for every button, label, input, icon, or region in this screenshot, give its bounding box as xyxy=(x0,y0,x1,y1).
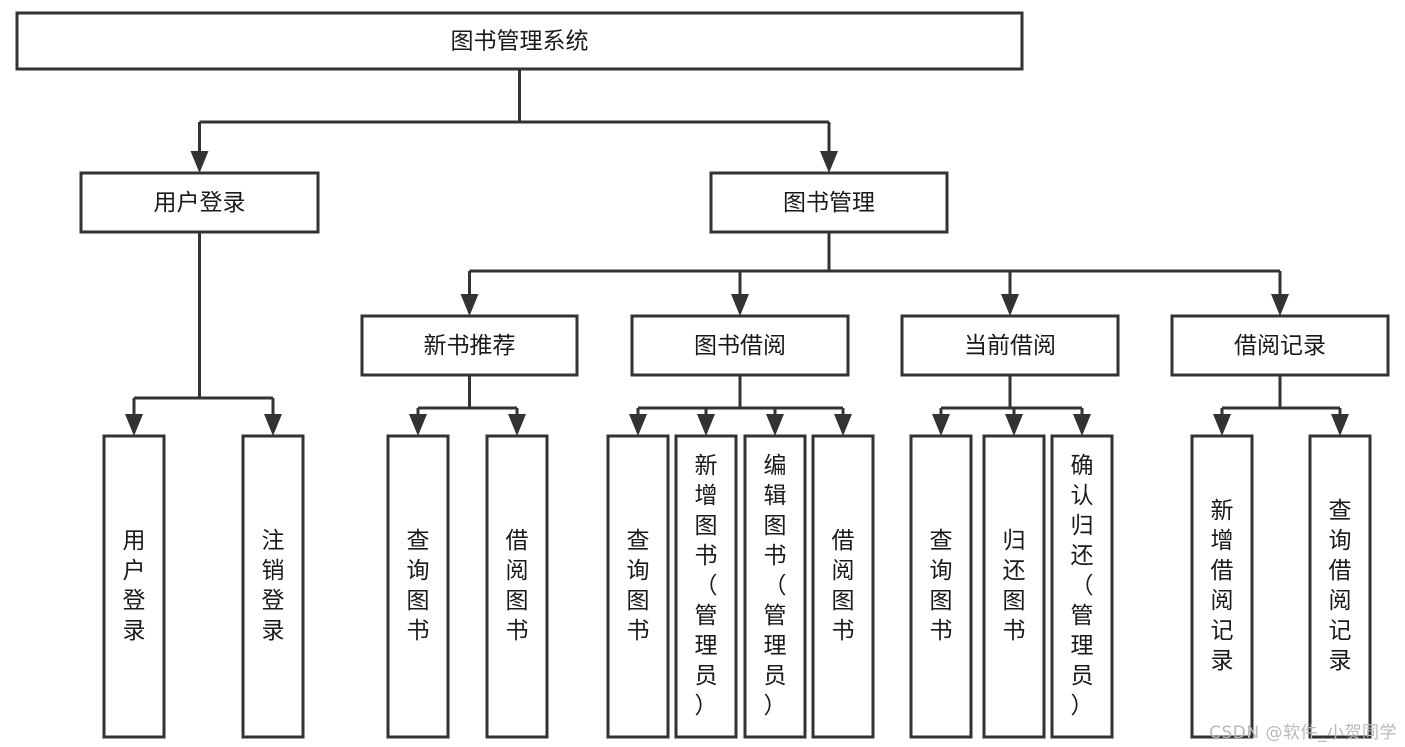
arrow-head-icon xyxy=(1001,294,1019,316)
node-leaf-query-book-rec[interactable]: 查询图书 xyxy=(386,434,450,739)
arrow-head-icon xyxy=(125,414,143,436)
node-box[interactable] xyxy=(386,434,450,739)
node-user-login[interactable]: 用户登录 xyxy=(79,171,320,234)
node-root[interactable]: 图书管理系统 xyxy=(15,11,1024,71)
node-box[interactable] xyxy=(630,314,850,377)
node-label: 用户登录 xyxy=(123,528,146,644)
node-label: 用户登录 xyxy=(154,190,246,216)
node-box[interactable] xyxy=(674,434,738,739)
arrow-head-icon xyxy=(731,294,749,316)
node-box[interactable] xyxy=(982,434,1046,739)
arrow-head-icon xyxy=(508,414,526,436)
arrow-head-icon xyxy=(629,414,647,436)
node-label: 新增借阅记录 xyxy=(1211,498,1234,674)
node-leaf-query-book-borrow[interactable]: 查询图书 xyxy=(606,434,670,739)
arrow-head-icon xyxy=(1073,414,1091,436)
arrow-head-icon xyxy=(1331,414,1349,436)
arrow-head-icon xyxy=(766,414,784,436)
arrow-head-icon xyxy=(460,294,479,316)
node-box[interactable] xyxy=(811,434,875,739)
node-box[interactable] xyxy=(1170,314,1390,377)
node-leaf-borrow-book-rec[interactable]: 借阅图书 xyxy=(485,434,549,739)
node-book-borrow[interactable]: 图书借阅 xyxy=(630,314,850,377)
arrow-head-icon xyxy=(834,414,852,436)
node-box[interactable] xyxy=(79,171,320,234)
arrow-head-icon xyxy=(932,414,950,436)
arrow-head-icon xyxy=(697,414,715,436)
node-box[interactable] xyxy=(900,314,1120,377)
node-leaf-add-book[interactable]: 新增图书（管理员） xyxy=(674,434,738,739)
arrow-head-icon xyxy=(1271,294,1289,316)
node-label: 注销登录 xyxy=(262,528,285,644)
node-box[interactable] xyxy=(1050,434,1114,739)
node-label: 当前借阅 xyxy=(964,333,1056,359)
node-box[interactable] xyxy=(485,434,549,739)
node-box[interactable] xyxy=(360,314,579,377)
node-label: 图书借阅 xyxy=(694,333,786,359)
node-leaf-add-record[interactable]: 新增借阅记录 xyxy=(1190,434,1254,739)
node-leaf-query-book-cur[interactable]: 查询图书 xyxy=(909,434,973,739)
node-leaf-return-book[interactable]: 归还图书 xyxy=(982,434,1046,739)
node-label: 图书管理系统 xyxy=(451,29,589,55)
arrow-head-icon xyxy=(820,151,838,173)
node-box[interactable] xyxy=(1190,434,1254,739)
node-leaf-confirm-return[interactable]: 确认归还（管理员） xyxy=(1050,434,1114,739)
node-label: 查询借阅记录 xyxy=(1329,498,1352,674)
node-box[interactable] xyxy=(709,171,949,234)
node-box[interactable] xyxy=(743,434,807,739)
node-label: 查询图书 xyxy=(627,528,650,644)
node-current-borrow[interactable]: 当前借阅 xyxy=(900,314,1120,377)
node-label: 新书推荐 xyxy=(424,333,516,359)
node-label: 查询图书 xyxy=(930,528,953,644)
arrow-head-icon xyxy=(190,151,209,173)
node-leaf-logout[interactable]: 注销登录 xyxy=(241,434,305,739)
node-new-book-recommend[interactable]: 新书推荐 xyxy=(360,314,579,377)
arrow-head-icon xyxy=(1005,414,1023,436)
node-label: 编辑图书（管理员） xyxy=(764,453,787,719)
node-box[interactable] xyxy=(606,434,670,739)
node-box[interactable] xyxy=(1308,434,1372,739)
node-label: 查询图书 xyxy=(407,528,430,644)
node-layer: 图书管理系统用户登录图书管理新书推荐图书借阅当前借阅借阅记录用户登录注销登录查询… xyxy=(15,11,1390,739)
node-borrow-record[interactable]: 借阅记录 xyxy=(1170,314,1390,377)
node-label: 归还图书 xyxy=(1003,528,1026,644)
node-leaf-edit-book[interactable]: 编辑图书（管理员） xyxy=(743,434,807,739)
arrow-head-icon xyxy=(1213,414,1231,436)
node-label: 借阅图书 xyxy=(832,528,855,644)
arrow-head-icon xyxy=(264,414,282,436)
node-box[interactable] xyxy=(909,434,973,739)
node-label: 图书管理 xyxy=(783,190,875,216)
node-leaf-query-record[interactable]: 查询借阅记录 xyxy=(1308,434,1372,739)
node-box[interactable] xyxy=(241,434,305,739)
node-leaf-borrow-book[interactable]: 借阅图书 xyxy=(811,434,875,739)
connector-layer xyxy=(125,69,1349,436)
node-box[interactable] xyxy=(15,11,1024,71)
node-book-manage[interactable]: 图书管理 xyxy=(709,171,949,234)
node-box[interactable] xyxy=(102,434,166,739)
node-label: 新增图书（管理员） xyxy=(695,453,718,719)
arrow-head-icon xyxy=(409,414,427,436)
node-leaf-user-login[interactable]: 用户登录 xyxy=(102,434,166,739)
node-label: 借阅图书 xyxy=(506,528,529,644)
node-label: 借阅记录 xyxy=(1234,333,1326,359)
node-label: 确认归还（管理员） xyxy=(1071,453,1094,719)
